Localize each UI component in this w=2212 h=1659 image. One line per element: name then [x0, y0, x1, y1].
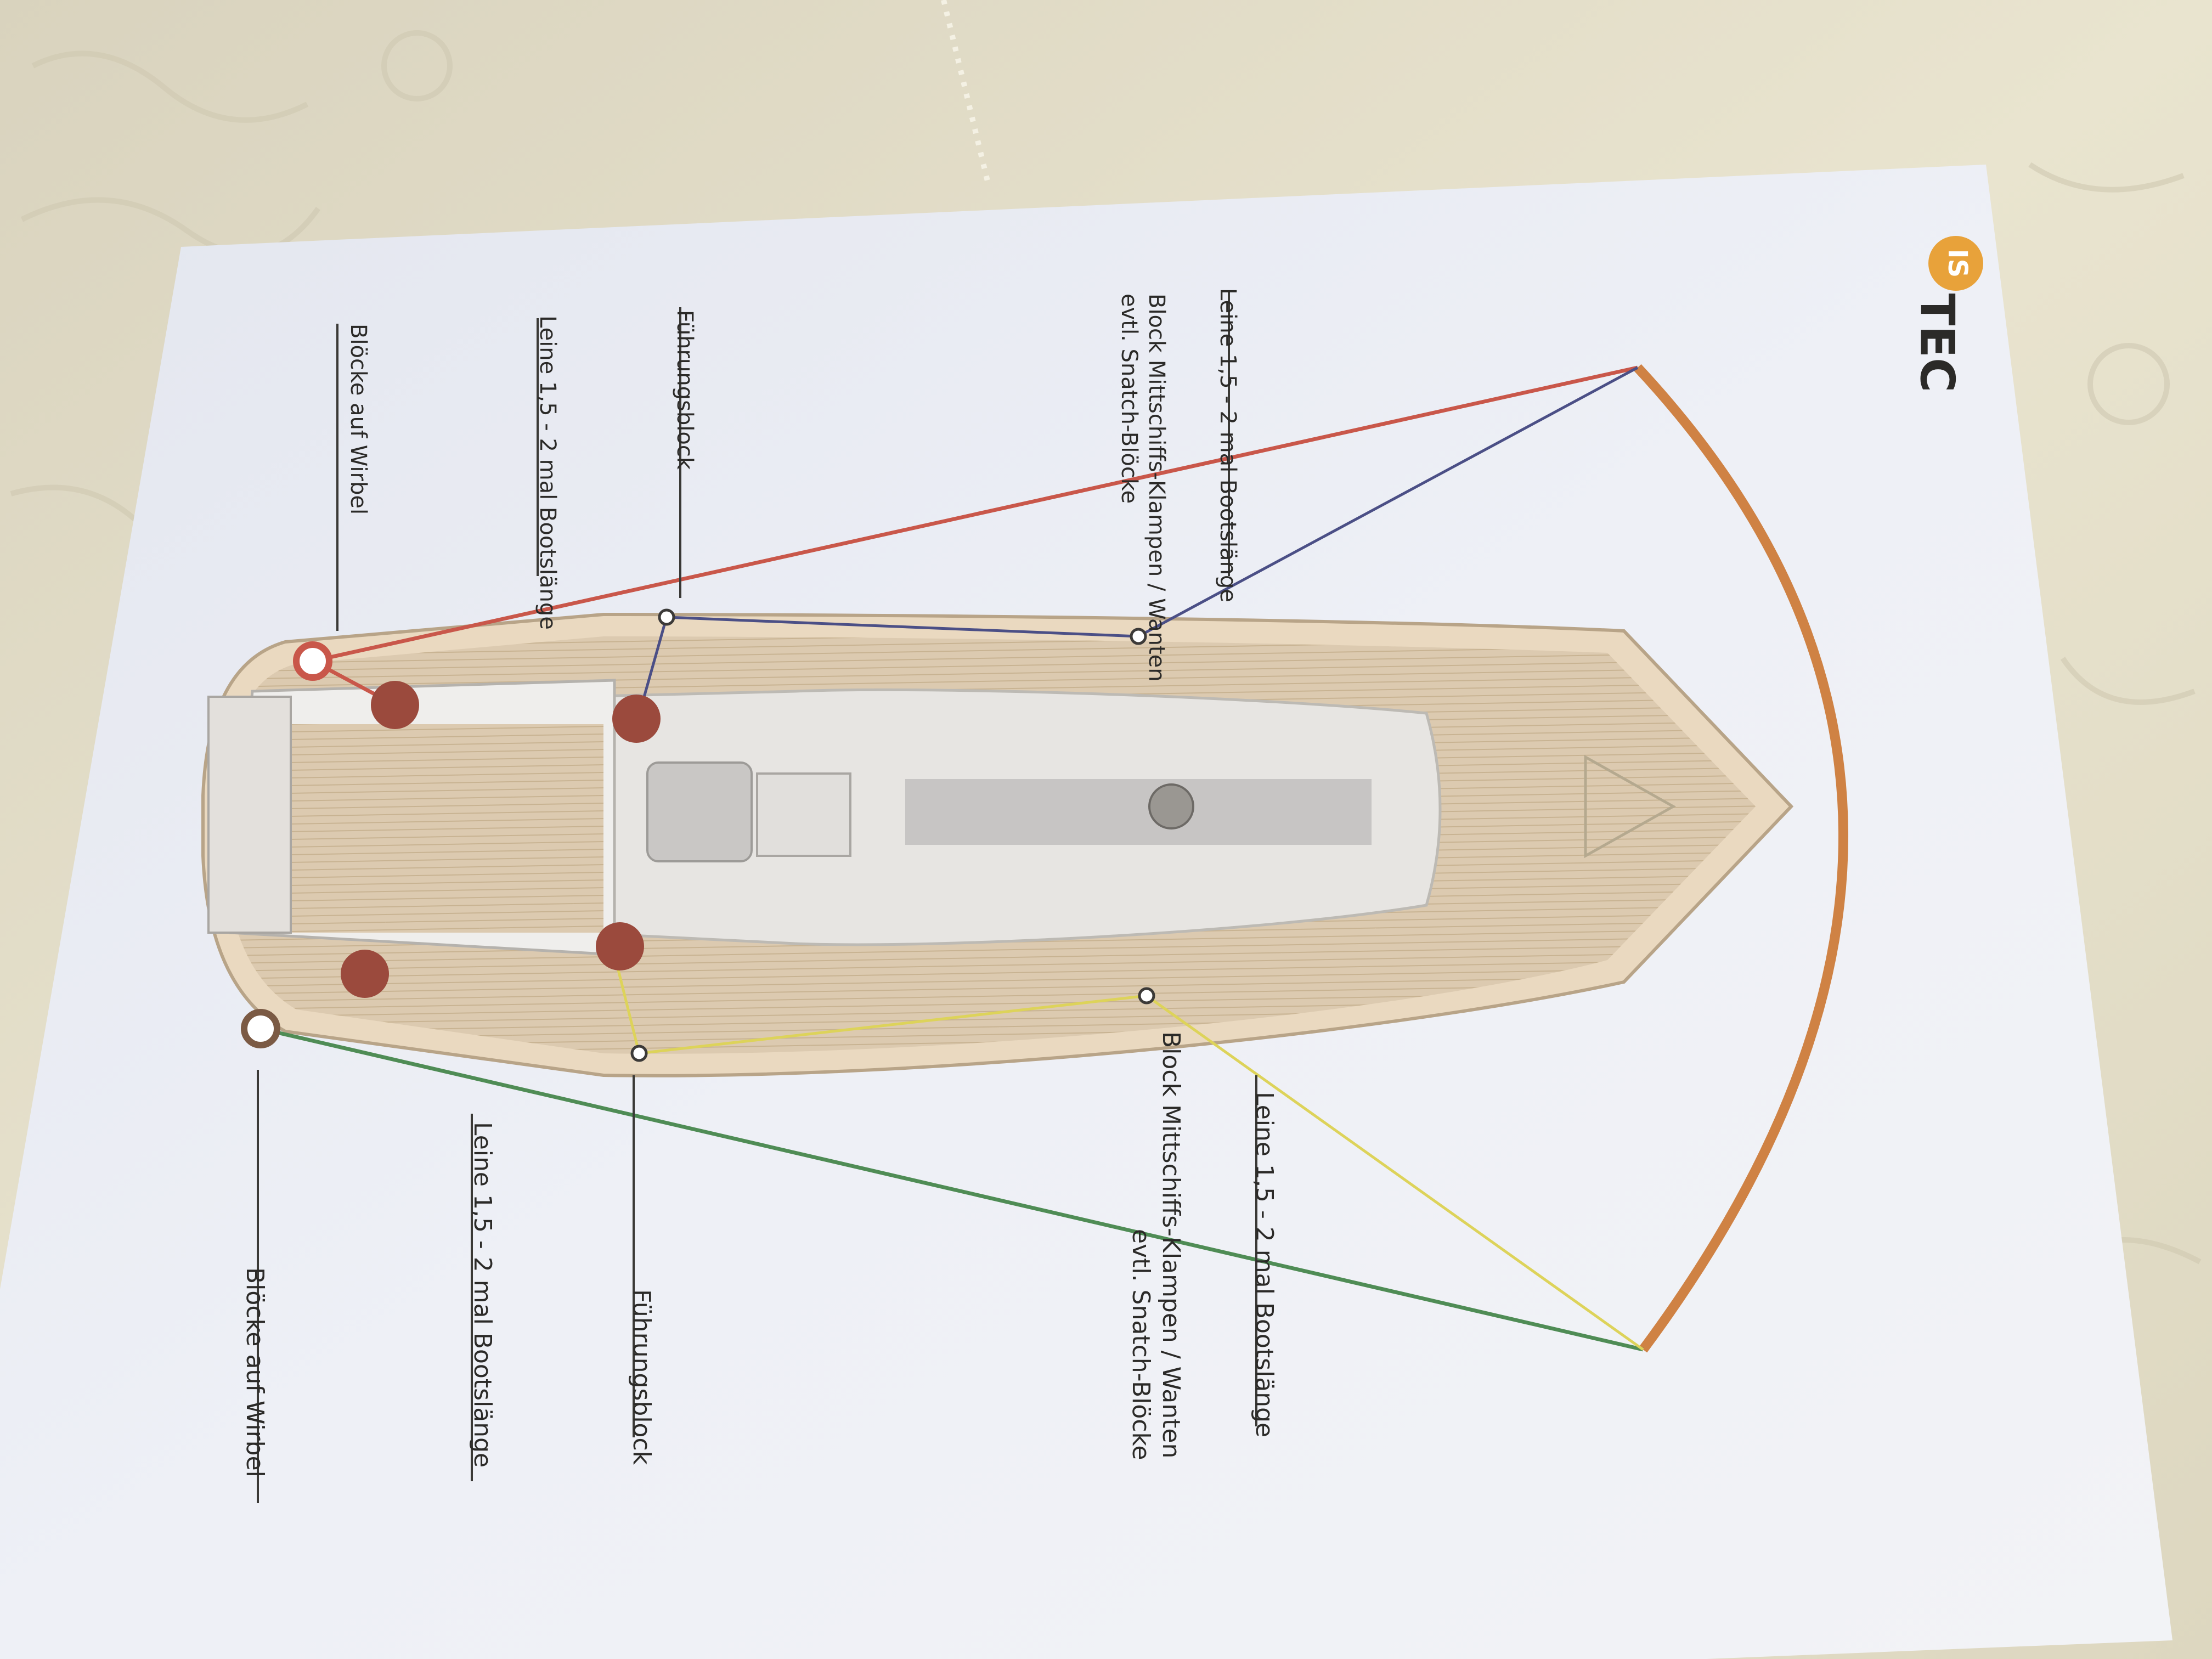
- label-line-length-yellow: Leine 1,5 - 2 mal Bootslänge: [1250, 1092, 1278, 1437]
- blue-midship-block: [1130, 628, 1147, 645]
- winch-fwd-bottom: [596, 922, 644, 970]
- blocks: [241, 608, 1155, 1062]
- bow-hatch: [1584, 754, 1677, 859]
- label-midship-block-yellow-2: evtl. Snatch-Blöcke: [1127, 1229, 1155, 1460]
- companionway: [756, 772, 851, 857]
- label-swivel-blocks-top: Blöcke auf Wirbel: [346, 324, 371, 515]
- logo-word: TEC: [1910, 294, 1965, 393]
- mast-base: [1148, 783, 1194, 830]
- winch-aft-top: [371, 681, 419, 729]
- green-swivel-block: [241, 1009, 280, 1048]
- blue-guide-block: [658, 608, 675, 626]
- transom: [207, 696, 292, 934]
- label-line-length-2-top: Leine 1,5 - 2 mal Bootslänge: [535, 315, 560, 630]
- cabin-center-strip: [905, 779, 1372, 845]
- yellow-midship-block: [1138, 987, 1155, 1005]
- label-line-length-red: Leine 1,5 - 2 mal Bootslänge: [1215, 288, 1240, 602]
- yellow-line: [607, 932, 1644, 1351]
- hatch: [646, 761, 753, 862]
- labels-top: Leine 1,5 - 2 mal Bootslänge Block Mitts…: [346, 288, 1240, 682]
- label-swivel-blocks-bottom: Blöcke auf Wirbel: [241, 1267, 269, 1477]
- logo-badge: [1928, 236, 1983, 291]
- red-line: [312, 365, 1638, 663]
- leader-lines-top: [336, 291, 1230, 631]
- label-guide-block-yellow: Führungsblock: [628, 1289, 656, 1465]
- label-midship-block-yellow-1: Block Mittschiffs-Klampen / Wanten: [1157, 1031, 1185, 1458]
- label-midship-block-blue-1: Block Mittschiffs-Klampen / Wanten: [1144, 294, 1169, 682]
- cockpit-floor: [285, 724, 603, 933]
- leader-lines-bottom: [257, 1070, 1257, 1503]
- labels-bottom: Leine 1,5 - 2 mal Bootslänge Block Mitts…: [241, 1031, 1278, 1477]
- label-midship-block-blue-2: evtl. Snatch-Blöcke: [1116, 294, 1142, 504]
- tablecloth-pattern: [10, 30, 2202, 1265]
- winch-aft-bottom: [341, 950, 389, 998]
- label-line-length-2-bottom: Leine 1,5 - 2 mal Bootslänge: [469, 1122, 496, 1468]
- rigging-lines: [260, 365, 1644, 1352]
- label-guide-block-blue: Führungsblock: [672, 310, 697, 470]
- orange-bow-arc: [1634, 364, 1848, 1353]
- red-swivel-block: [293, 641, 332, 681]
- yellow-guide-block: [630, 1045, 648, 1062]
- logo-badge-text: IS: [1942, 249, 1973, 278]
- winch-fwd-top: [612, 695, 661, 743]
- blue-line: [635, 366, 1639, 725]
- boat-diagram: [201, 612, 1794, 1077]
- istec-logo: IS TEC: [1910, 236, 1983, 392]
- green-line: [260, 1026, 1644, 1352]
